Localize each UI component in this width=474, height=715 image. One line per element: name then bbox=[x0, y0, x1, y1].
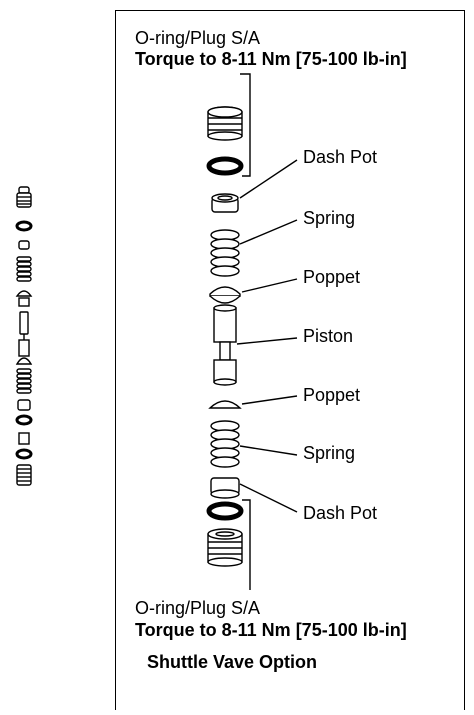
top-bracket bbox=[240, 73, 251, 177]
diagram-caption: Shuttle Vave Option bbox=[147, 652, 318, 672]
leader-lines bbox=[236, 159, 298, 513]
bottom-bracket bbox=[242, 499, 251, 590]
diagram-frame bbox=[115, 10, 465, 710]
top-plug bbox=[207, 106, 243, 141]
poppet-lower bbox=[208, 400, 242, 409]
piston bbox=[213, 304, 237, 386]
dash-pot-lower bbox=[210, 477, 240, 499]
dash-pot-upper bbox=[211, 193, 239, 213]
assembled-thumbnail bbox=[15, 186, 33, 486]
callout-dash-pot-lower: Dash Pot bbox=[303, 503, 378, 523]
callout-poppet-upper: Poppet bbox=[303, 267, 361, 287]
top-o-ring bbox=[206, 156, 244, 176]
callout-poppet-lower: Poppet bbox=[303, 385, 361, 405]
bottom-torque-spec: Torque to 8-11 Nm [75-100 lb-in] bbox=[135, 620, 407, 640]
spring-lower bbox=[210, 420, 240, 468]
poppet-upper bbox=[209, 286, 241, 304]
callout-piston: Piston bbox=[303, 326, 354, 346]
callout-spring-lower: Spring bbox=[303, 443, 356, 463]
top-torque-spec: Torque to 8-11 Nm [75-100 lb-in] bbox=[135, 49, 407, 69]
bottom-o-ring bbox=[206, 501, 244, 521]
spring-upper bbox=[210, 229, 240, 277]
callout-dash-pot-upper: Dash Pot bbox=[303, 147, 378, 167]
callout-spring-upper: Spring bbox=[303, 208, 356, 228]
bottom-plug-label: O-ring/Plug S/A bbox=[135, 598, 261, 618]
top-plug-label: O-ring/Plug S/A bbox=[135, 28, 261, 48]
bottom-plug bbox=[207, 528, 243, 567]
